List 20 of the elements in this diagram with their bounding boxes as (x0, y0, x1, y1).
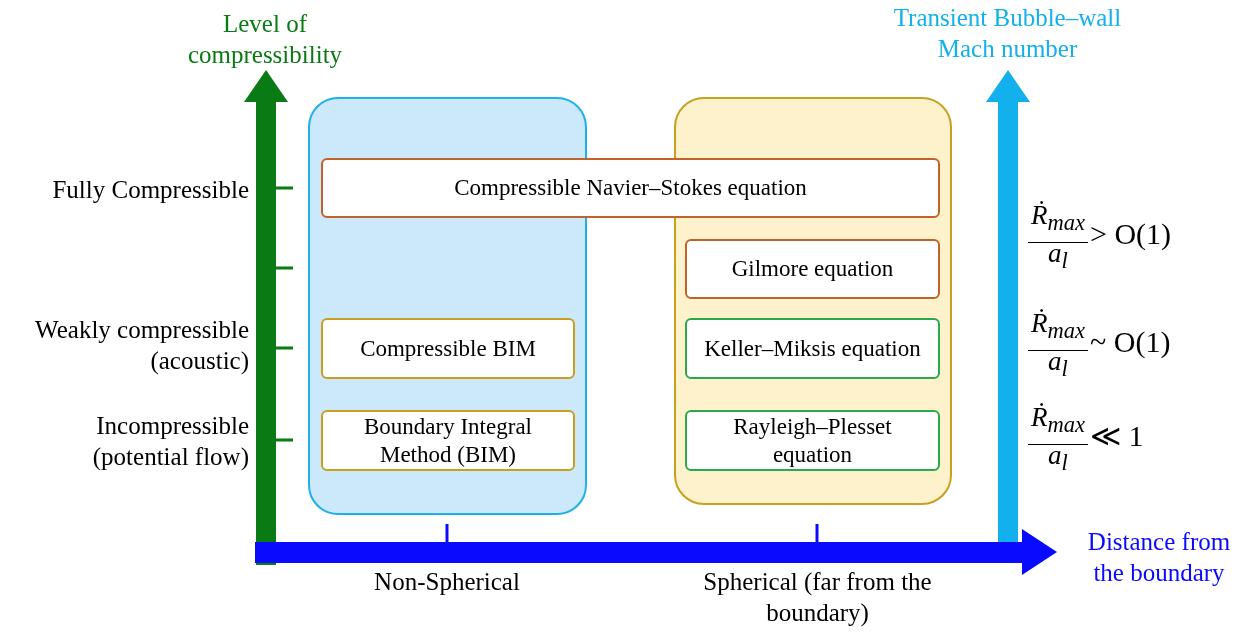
formula-numerator: Ṙ$_{max}$ (1028, 398, 1088, 446)
equation-box: Keller–Miksis equation (685, 318, 940, 379)
category-label: Spherical (far from the boundary) (702, 567, 933, 628)
level-label: Weakly compressible (acoustic) (34, 315, 249, 376)
equation-box: Compressible Navier–Stokes equation (321, 158, 940, 218)
formula-numerator: Ṙ$_{max}$ (1028, 304, 1088, 352)
equation-box: Gilmore equation (685, 239, 940, 299)
category-label: Non-Spherical (373, 567, 521, 597)
equation-box: Compressible BIM (321, 318, 575, 379)
formula-relation: ≪ 1 (1090, 418, 1145, 454)
formula-relation: > O(1) (1090, 216, 1173, 252)
equation-box: Rayleigh–Plesset equation (685, 410, 940, 471)
axis-title: Transient Bubble–wall Mach number (892, 3, 1123, 64)
formula-relation: ~ O(1) (1090, 324, 1172, 360)
level-label: Fully Compressible (51, 175, 249, 205)
equation-box: Boundary Integral Method (BIM) (321, 410, 575, 471)
axis-title: Level of compressibility (186, 9, 344, 70)
formula-numerator: Ṙ$_{max}$ (1028, 196, 1088, 244)
level-label: Incompressible (potential flow) (91, 411, 249, 472)
axis-title: Distance from the boundary (1086, 527, 1232, 588)
